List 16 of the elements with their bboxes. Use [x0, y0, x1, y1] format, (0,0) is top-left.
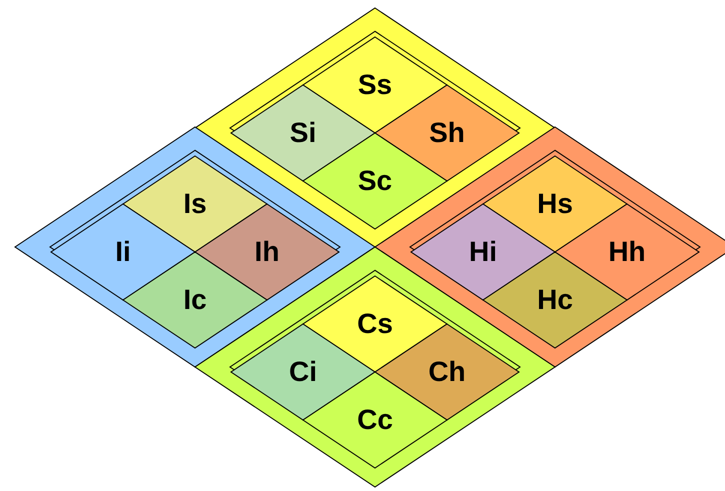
tile-label: Hc: [537, 286, 573, 314]
tile-label: Ih: [254, 238, 280, 266]
tile-label: Hs: [537, 190, 573, 218]
tile-label: Ii: [115, 238, 131, 266]
tile-label: Sc: [358, 167, 392, 195]
tile-label: Is: [183, 190, 207, 218]
tile-label: Cs: [357, 310, 393, 338]
tile-label: Ch: [428, 358, 466, 386]
tile-label: Hh: [608, 238, 646, 266]
tile-label: Ci: [289, 358, 317, 386]
tile-label: Ss: [358, 71, 392, 99]
tile-label: Ic: [183, 286, 207, 314]
tile-label: Sh: [429, 119, 465, 147]
tile-label: Si: [290, 119, 316, 147]
tile-label: Hi: [469, 238, 497, 266]
tile-label: Cc: [357, 406, 393, 434]
